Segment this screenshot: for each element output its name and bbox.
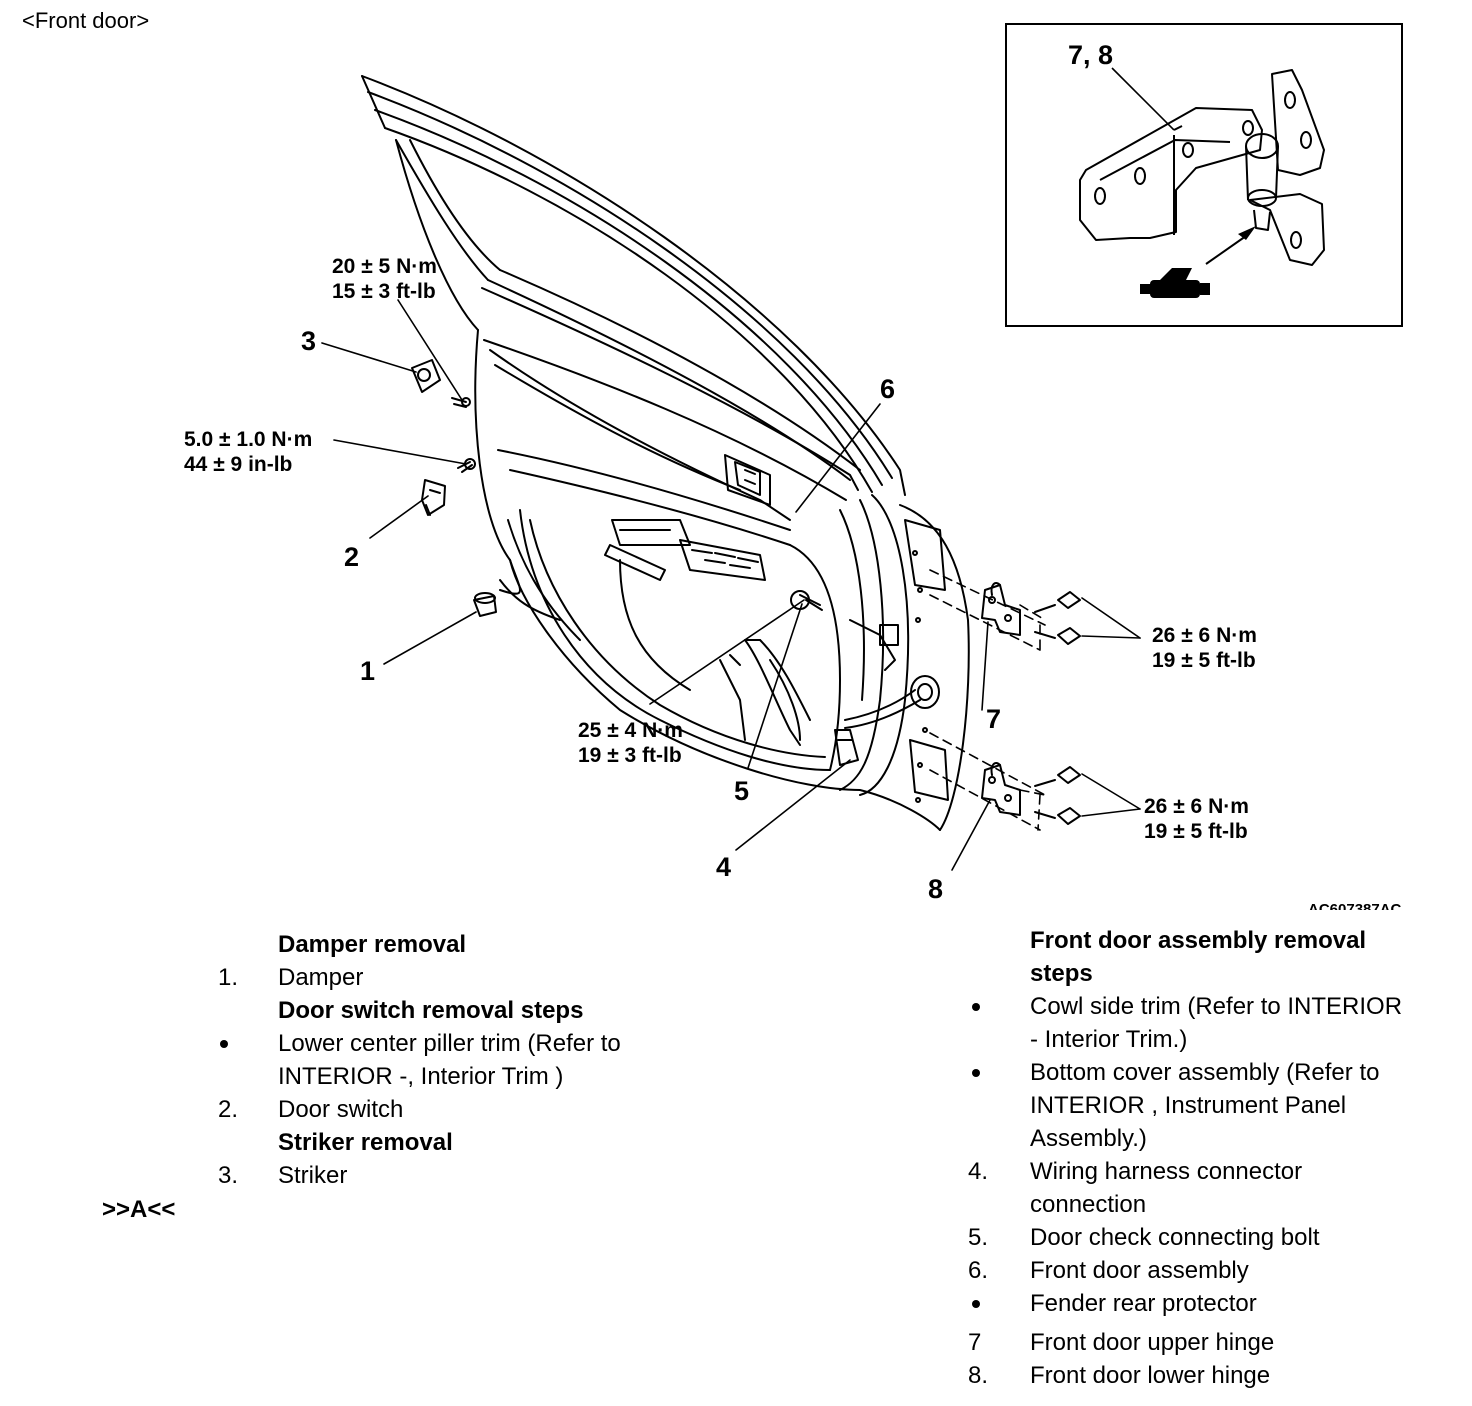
step-lower-center-piller-trim: Lower center piller trim (Refer to INTER… (214, 1027, 694, 1093)
bullet-icon (972, 1300, 980, 1308)
callout-2: 2 (344, 542, 359, 572)
front-door-exploded-diagram: 3 2 1 6 5 4 7 8 7, 8 20 ± 5 N·m 15 ± 3 f… (184, 23, 1403, 910)
page-title: <Front door> (22, 8, 150, 33)
step-number: 7 (968, 1329, 982, 1356)
callout-3: 3 (301, 326, 316, 356)
step-bottom-cover-assembly: Bottom cover assembly (Refer to INTERIOR… (966, 1056, 1466, 1155)
callouts: 3 2 1 6 5 4 7 8 7, 8 (301, 40, 1113, 904)
step-label: Striker (278, 1162, 348, 1189)
torque-upper-hinge-nm: 26 ± 6 N·m (1152, 624, 1257, 647)
step-number: 3. (218, 1162, 239, 1189)
upper-hinge-part (981, 582, 1021, 636)
right-removal-steps: Front door assembly removal steps Cowl s… (966, 924, 1466, 1392)
door-frame (361, 75, 906, 496)
front-door-assembly-heading: Front door assembly removal steps (1030, 927, 1367, 987)
striker-part (411, 359, 471, 408)
step-number: 8. (968, 1362, 989, 1389)
torque-lower-hinge-nm: 26 ± 6 N·m (1144, 795, 1249, 818)
door-trim-panel (481, 287, 859, 771)
bullet-icon (972, 1069, 980, 1077)
torque-door-switch-inlb: 44 ± 9 in-lb (184, 453, 292, 476)
step-number: 1. (218, 964, 239, 991)
torque-door-check-ftlb: 19 ± 3 ft-lb (578, 744, 682, 767)
callout-5: 5 (734, 776, 749, 806)
step-label: Damper (278, 964, 364, 991)
step-number: 5. (968, 1224, 989, 1251)
step-cowl-side-trim: Cowl side trim (Refer to INTERIOR - Inte… (966, 990, 1466, 1056)
door-hinge-edge (904, 519, 949, 803)
step-damper: 1. Damper (214, 961, 694, 994)
hinge-bolts (1034, 591, 1081, 825)
step-upper-hinge: 7 Front door upper hinge (966, 1326, 1466, 1359)
damper-heading: Damper removal (278, 931, 467, 958)
step-number: 4. (968, 1158, 989, 1185)
door-switch-heading: Door switch removal steps (278, 997, 584, 1024)
callout-1: 1 (360, 656, 375, 686)
torque-upper-hinge-ftlb: 19 ± 5 ft-lb (1152, 649, 1256, 672)
figure-code: AC607387AC (1308, 901, 1402, 910)
inset-box (1005, 23, 1403, 327)
torque-door-switch-nm: 5.0 ± 1.0 N·m (184, 428, 312, 451)
striker-heading: Striker removal (278, 1129, 453, 1156)
step-fender-rear-protector: Fender rear protector (966, 1287, 1466, 1320)
torque-striker-nm: 20 ± 5 N·m (332, 255, 437, 278)
leader-lines (321, 299, 1141, 871)
callout-inset: 7, 8 (1068, 40, 1113, 70)
step-number: 6. (968, 1257, 989, 1284)
assembly-lines (929, 569, 1046, 831)
step-door-check-bolt: 5. Door check connecting bolt (966, 1221, 1466, 1254)
bullet-icon (972, 1003, 980, 1011)
step-lower-hinge: 8. Front door lower hinge (966, 1359, 1466, 1392)
left-removal-steps: Damper removal 1. Damper Door switch rem… (214, 928, 694, 1192)
callout-7: 7 (986, 704, 1001, 734)
torque-door-check-nm: 25 ± 4 N·m (578, 719, 683, 742)
callout-4: 4 (716, 852, 731, 882)
wiring-harness (834, 675, 940, 766)
service-point-ref: >>A<< (102, 1196, 176, 1223)
step-label: Door switch (278, 1096, 404, 1123)
bullet-icon (220, 1040, 228, 1048)
step-striker: 3. Striker (214, 1159, 694, 1192)
step-wiring-harness: 4. Wiring harness connector connection (966, 1155, 1466, 1221)
torque-specs: 20 ± 5 N·m 15 ± 3 ft-lb 5.0 ± 1.0 N·m 44… (184, 255, 1257, 843)
step-front-door-assembly: 6. Front door assembly (966, 1254, 1466, 1287)
callout-8: 8 (928, 874, 943, 904)
grease-gun-icon (1140, 268, 1210, 298)
torque-striker-ftlb: 15 ± 3 ft-lb (332, 280, 436, 303)
callout-6: 6 (880, 374, 895, 404)
damper-part (473, 592, 497, 617)
door-check-bolt (790, 590, 899, 671)
step-number: 2. (218, 1096, 239, 1123)
door-switch-part (421, 458, 476, 516)
torque-lower-hinge-ftlb: 19 ± 5 ft-lb (1144, 820, 1248, 843)
step-door-switch: 2. Door switch (214, 1093, 694, 1126)
